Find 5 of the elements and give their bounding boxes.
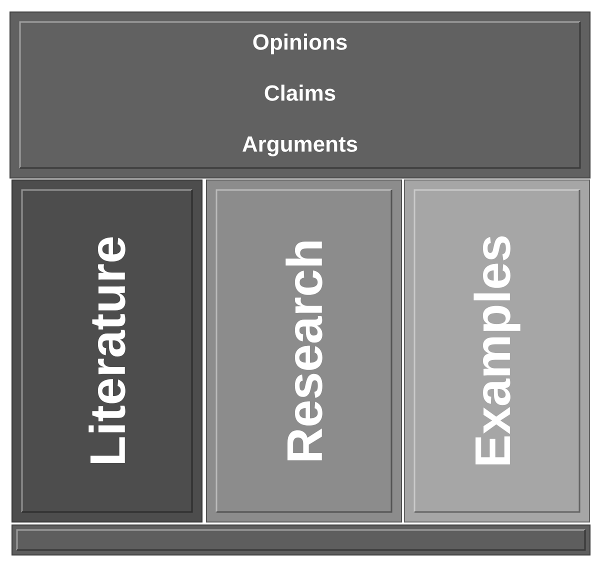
base-bar <box>12 524 590 556</box>
pillar-panel: Literature <box>12 180 202 522</box>
pillar-panel: Examples <box>404 180 590 522</box>
pillar-panel: Research <box>206 180 402 522</box>
text-panel: Opinions Claims Arguments <box>10 12 590 178</box>
